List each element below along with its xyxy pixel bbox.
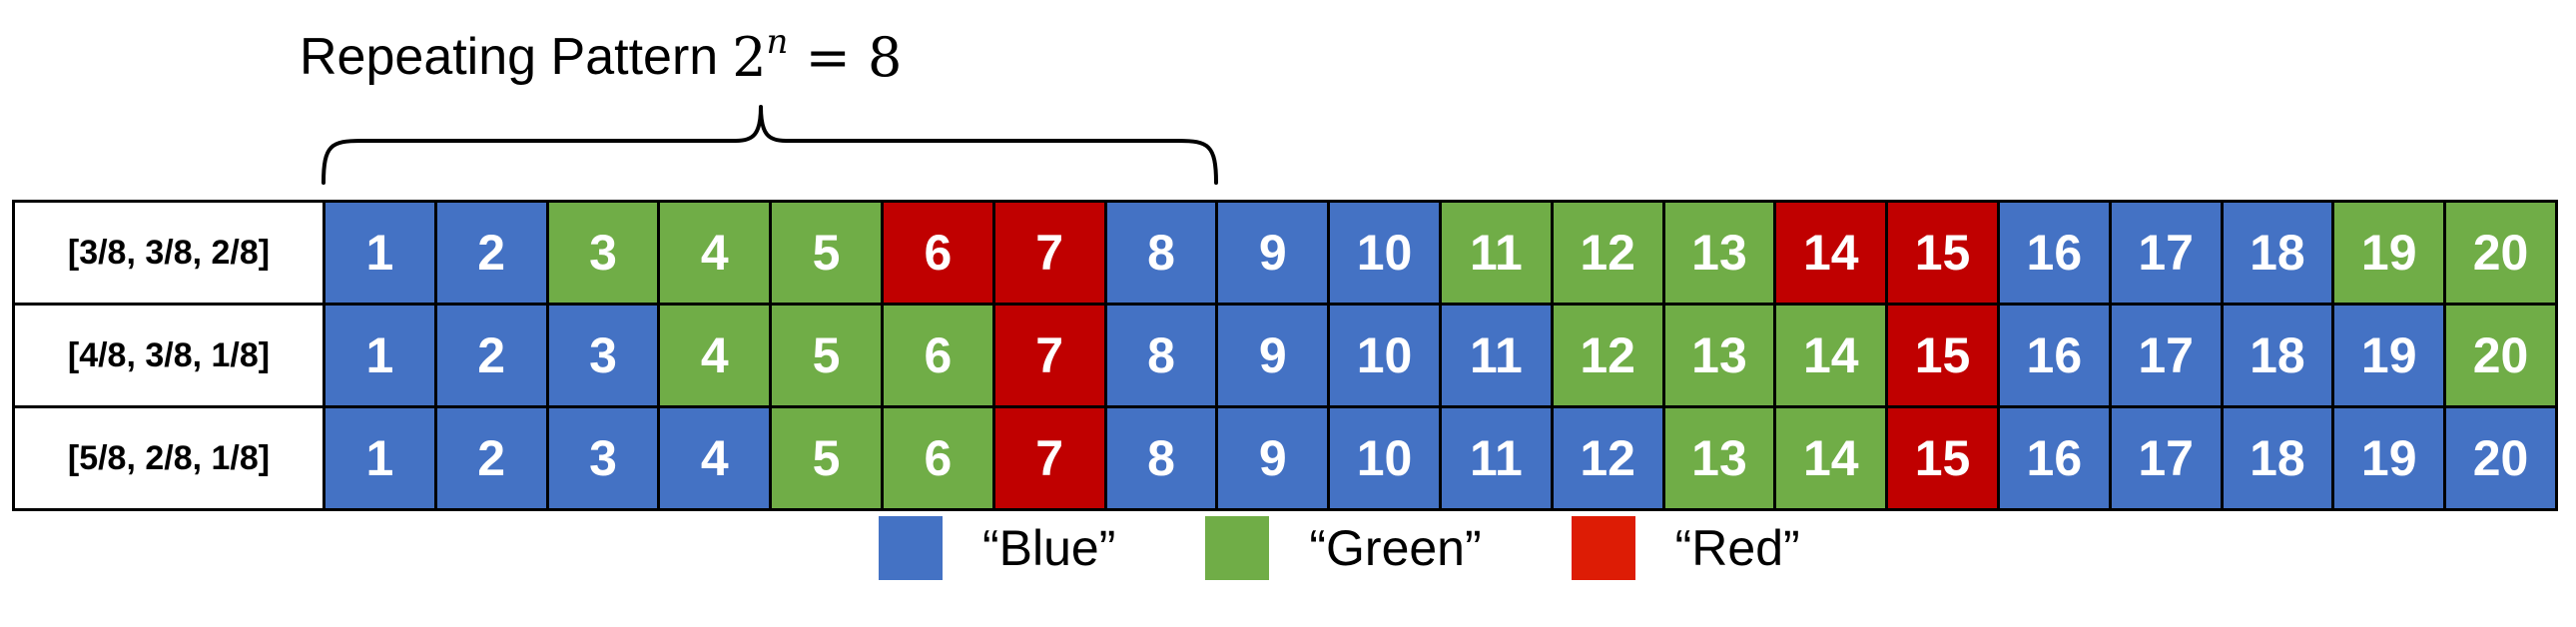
grid-cell: 9 [1215, 303, 1331, 408]
grid-cell: 10 [1327, 405, 1442, 511]
grid-cell: 8 [1103, 303, 1219, 408]
grid-cell: 14 [1773, 200, 1889, 306]
pattern-title-text: Repeating Pattern [300, 28, 719, 86]
grid-cell: 10 [1327, 303, 1442, 408]
grid-cell: 16 [1996, 405, 2112, 511]
grid-cell: 1 [322, 405, 437, 511]
grid-cell: 20 [2443, 200, 2558, 306]
grid-cell: 1 [322, 200, 437, 306]
grid-cell: 19 [2331, 200, 2447, 306]
grid-cell: 13 [1661, 405, 1777, 511]
grid-cell: 2 [433, 303, 549, 408]
formula-rest: = 8 [805, 25, 903, 89]
grid-cell: 5 [769, 200, 884, 306]
grid-cell: 11 [1438, 303, 1554, 408]
grid-cell: 4 [657, 405, 773, 511]
grid-cell: 15 [1885, 200, 2000, 306]
legend-swatch [879, 516, 943, 580]
legend-label: “Blue” [982, 520, 1116, 576]
grid-cell: 17 [2108, 405, 2224, 511]
grid-cell: 17 [2108, 200, 2224, 306]
grid-cell: 12 [1550, 303, 1665, 408]
legend-item: “Blue” [879, 516, 1115, 580]
grid-cell: 14 [1773, 405, 1889, 511]
row-label: [3/8, 3/8, 2/8] [12, 200, 325, 306]
grid-cell: 15 [1885, 303, 2000, 408]
grid-cell: 2 [433, 200, 549, 306]
grid-cell: 18 [2220, 200, 2335, 306]
legend-label: “Red” [1674, 520, 1800, 576]
grid-cell: 11 [1438, 200, 1554, 306]
formula-exponent: n [766, 21, 789, 62]
pattern-brace [322, 105, 1218, 185]
grid-cell: 1 [322, 303, 437, 408]
grid-cell: 3 [545, 200, 661, 306]
grid-cell: 6 [880, 303, 995, 408]
grid-cell: 16 [1996, 303, 2112, 408]
grid-cell: 7 [991, 405, 1107, 511]
grid-cell: 16 [1996, 200, 2112, 306]
grid-cell: 12 [1550, 200, 1665, 306]
grid-cell: 9 [1215, 200, 1331, 306]
formula-base: 2 [732, 25, 767, 89]
grid-cell: 10 [1327, 200, 1442, 306]
grid-cell: 6 [880, 200, 995, 306]
legend-label: “Green” [1309, 520, 1482, 576]
grid-cell: 4 [657, 200, 773, 306]
grid-cell: 5 [769, 303, 884, 408]
grid-cell: 2 [433, 405, 549, 511]
grid-cell: 19 [2331, 303, 2447, 408]
legend-swatch [1571, 516, 1635, 580]
grid-cell: 18 [2220, 303, 2335, 408]
grid-cell: 11 [1438, 405, 1554, 511]
grid-cell: 6 [880, 405, 995, 511]
grid-cell: 7 [991, 200, 1107, 306]
grid-cell: 8 [1103, 405, 1219, 511]
grid-cell: 13 [1661, 303, 1777, 408]
grid-cell: 13 [1661, 200, 1777, 306]
brace-path [322, 105, 1218, 185]
grid-cell: 7 [991, 303, 1107, 408]
legend-item: “Red” [1571, 516, 1800, 580]
grid-cell: 3 [545, 303, 661, 408]
grid-cell: 18 [2220, 405, 2335, 511]
grid-cell: 20 [2443, 303, 2558, 408]
grid-cell: 9 [1215, 405, 1331, 511]
grid-cell: 14 [1773, 303, 1889, 408]
grid-cell: 15 [1885, 405, 2000, 511]
grid-cell: 4 [657, 303, 773, 408]
legend-item: “Green” [1205, 516, 1482, 580]
grid-cell: 19 [2331, 405, 2447, 511]
grid-cell: 8 [1103, 200, 1219, 306]
legend-swatch [1205, 516, 1270, 580]
row-label: [4/8, 3/8, 1/8] [12, 303, 325, 408]
row-label: [5/8, 2/8, 1/8] [12, 405, 325, 511]
grid-cell: 17 [2108, 303, 2224, 408]
pattern-formula: 2n = 8 [732, 22, 903, 89]
pattern-title: Repeating Pattern 2n = 8 [300, 22, 1298, 92]
grid-cell: 3 [545, 405, 661, 511]
grid-cell: 5 [769, 405, 884, 511]
grid-cell: 12 [1550, 405, 1665, 511]
grid-cell: 20 [2443, 405, 2558, 511]
color-legend: “Blue” “Green” “Red” [879, 513, 1800, 583]
